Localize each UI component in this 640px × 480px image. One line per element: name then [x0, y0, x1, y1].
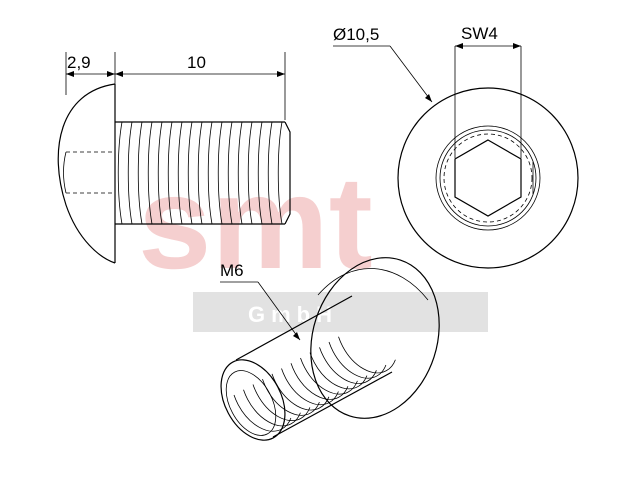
thread-crest — [227, 121, 233, 225]
iso-thread-crest — [240, 347, 303, 427]
iso-thread-crest — [325, 299, 389, 379]
iso-thread-outline — [235, 295, 393, 438]
dimension-head-height: 2,9 — [65, 52, 116, 95]
thread-crest — [257, 121, 263, 225]
dimension-thread-size: M6 — [220, 261, 301, 341]
side-view: 2,9 10 — [57, 52, 291, 264]
thread-crest — [177, 121, 183, 225]
iso-thread-end-outer — [220, 359, 286, 441]
dim-label-thread-size: M6 — [220, 261, 244, 280]
socket-inner-circle — [439, 129, 537, 227]
thread-crest — [237, 121, 243, 225]
iso-thread-crest — [249, 341, 313, 421]
thread-crest — [217, 121, 223, 225]
socket-recess-circle — [435, 125, 541, 231]
head-circle — [397, 87, 579, 269]
thread-crest — [187, 121, 193, 225]
thread-crest — [117, 121, 123, 225]
dim-label-head-diameter: Ø10,5 — [333, 25, 379, 44]
dim-arrow-right — [107, 71, 115, 77]
dim-arrow-thread-left — [115, 71, 123, 77]
iso-thread-end-inner — [225, 370, 277, 436]
dim-label-hex-size: SW4 — [461, 24, 498, 43]
end-view: SW4 Ø10,5 — [333, 24, 579, 269]
thread-leader-line — [257, 281, 301, 341]
iso-head-dome — [317, 268, 429, 301]
thread-crest — [127, 121, 133, 225]
thread-crest — [197, 121, 203, 225]
dimension-thread-length: 10 — [115, 52, 286, 120]
thread-crest — [167, 121, 173, 225]
hex-socket — [454, 139, 522, 217]
watermark-sub-text: GmbH — [248, 302, 338, 327]
iso-thread-crest — [335, 294, 398, 374]
smt-watermark-logo: smt GmbH — [138, 149, 488, 332]
thread-leader-arrow — [293, 332, 300, 340]
iso-thread-crest — [278, 325, 341, 406]
thread-crest — [147, 121, 153, 225]
thread-crest-lines — [117, 121, 283, 225]
thread-body — [115, 121, 291, 225]
watermark-logo-text: smt — [138, 149, 373, 296]
hex-arrow-left — [455, 43, 463, 49]
dimension-head-diameter: Ø10,5 — [333, 25, 433, 103]
socket-hidden-circle — [443, 133, 533, 223]
diameter-leader-arrow — [425, 94, 432, 102]
watermark-band — [193, 292, 488, 332]
thread-crest — [267, 121, 273, 225]
dimension-hex-size: SW4 — [454, 24, 522, 158]
thread-crest — [247, 121, 253, 225]
socket-hidden-end — [63, 151, 67, 194]
dim-label-head-height: 2,9 — [67, 53, 91, 72]
iso-head-rim — [310, 257, 440, 419]
iso-thread-crest — [306, 310, 370, 390]
thread-chamfer-end — [284, 121, 291, 225]
iso-thread-crest — [316, 304, 379, 384]
dim-arrow-left — [66, 71, 74, 77]
hex-arrow-right — [513, 43, 521, 49]
dim-label-thread-length: 10 — [187, 53, 206, 72]
thread-crest — [207, 121, 213, 225]
isometric-view: M6 — [220, 257, 440, 441]
diameter-leader-line — [389, 45, 433, 103]
thread-crest — [277, 121, 283, 225]
dim-arrow-thread-right — [277, 71, 285, 77]
screw-head-outline — [57, 83, 116, 264]
iso-thread-crest — [287, 320, 351, 400]
iso-thread-crest — [297, 315, 360, 395]
thread-crest — [157, 121, 163, 225]
thread-crest — [137, 121, 143, 225]
